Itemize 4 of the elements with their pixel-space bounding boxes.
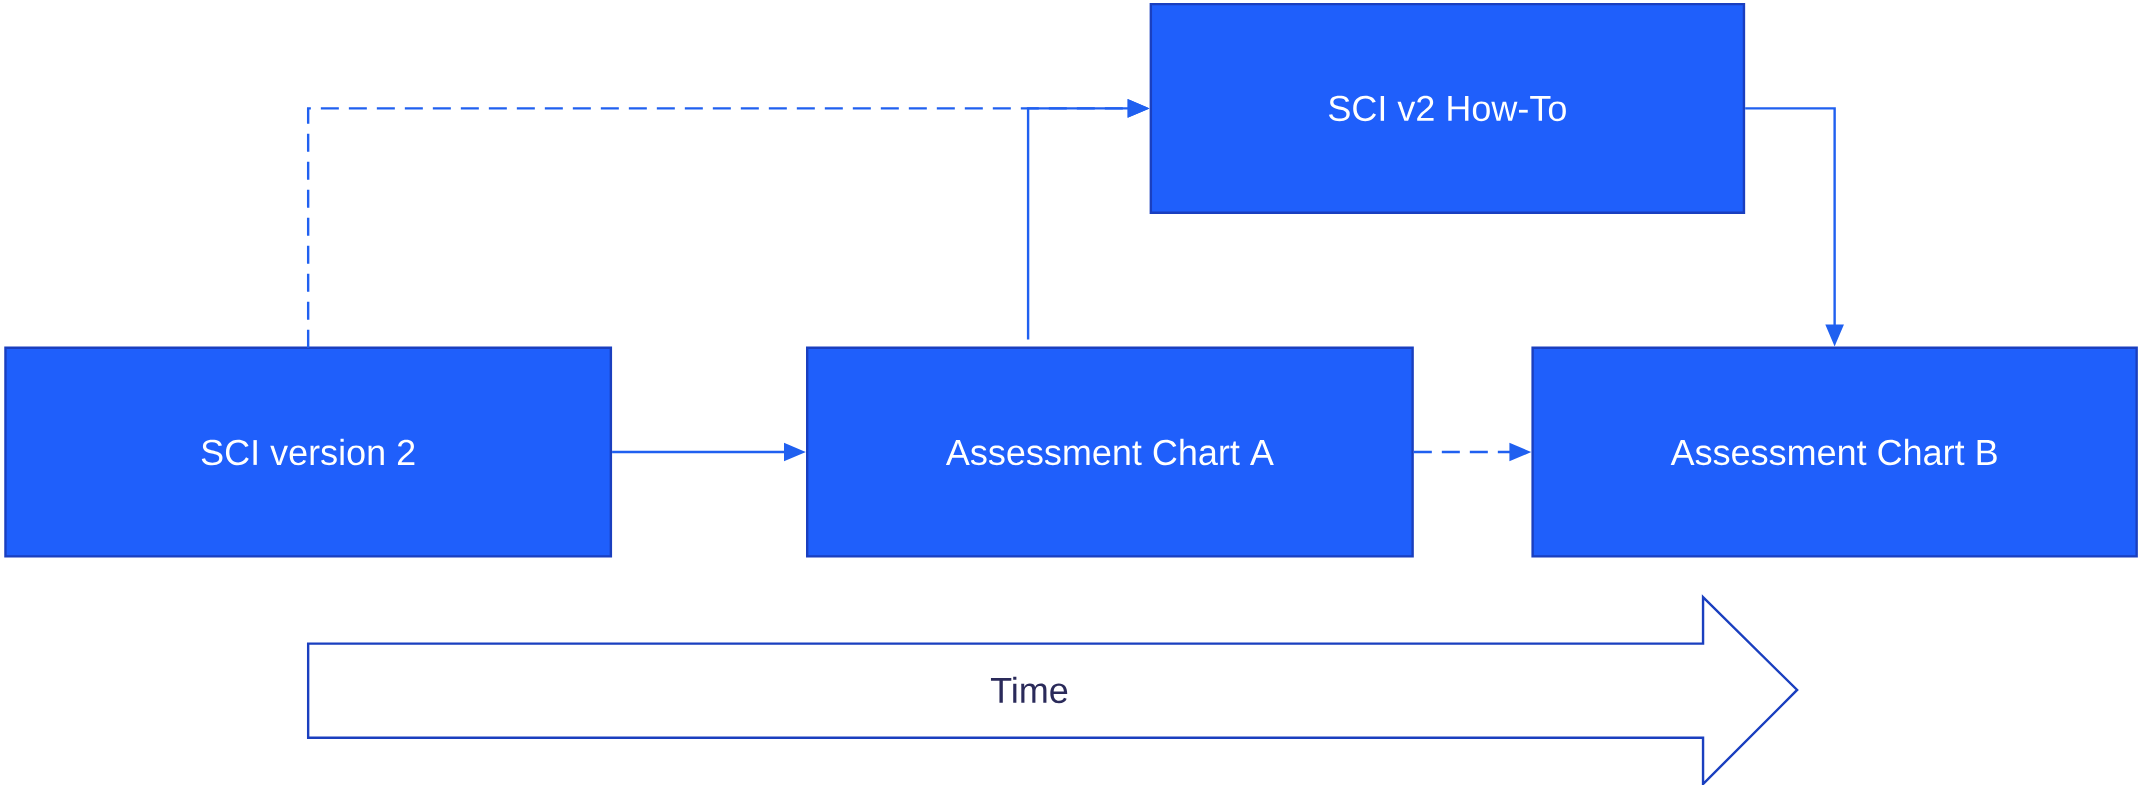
process-box: Assessment Chart B [1531, 346, 2138, 558]
process-box: SCI v2 How-To [1149, 2, 1746, 214]
process-box: Assessment Chart A [806, 346, 1414, 558]
process-box: SCI version 2 [4, 346, 613, 558]
